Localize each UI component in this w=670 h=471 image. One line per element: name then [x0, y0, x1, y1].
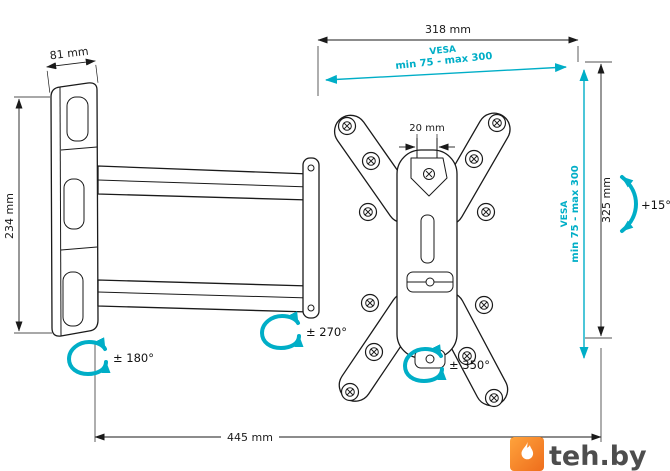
rotation-wall-joint: ± 180°: [69, 342, 154, 374]
plate-slot: [66, 96, 89, 142]
tilt-arrow-icon: [620, 175, 639, 233]
dim-318-label: 318 mm: [425, 23, 471, 36]
vesa-right-title: VESA: [560, 201, 570, 228]
rotation-elbow-label: ± 270°: [306, 325, 347, 339]
watermark-logo: teh.by: [510, 437, 647, 471]
plate-slot: [63, 178, 85, 230]
vesa-right-range: min 75 - max 300: [570, 165, 581, 262]
rotation-arrow-icon: [262, 316, 299, 348]
vesa-right-annotation: VESA min 75 - max 300: [560, 69, 589, 359]
rotation-elbow-joint: ± 270°: [262, 316, 347, 348]
middle-clip: [406, 271, 454, 293]
dimension-325mm: 325 mm: [585, 61, 613, 339]
center-slot: [420, 214, 435, 264]
dimension-20mm: 20 mm: [399, 123, 455, 151]
wall-plate: [50, 82, 99, 337]
arm-pivot: [302, 157, 320, 319]
rotation-tilt-label: +15°: [641, 198, 670, 212]
rotation-plate-label: ± 350°: [449, 358, 490, 372]
top-hook: [410, 138, 448, 197]
dimension-445mm: 445 mm: [94, 342, 602, 444]
vesa-top-title: VESA: [429, 45, 456, 58]
tv-bracket: [333, 112, 511, 408]
dimension-234mm: 234 mm: [3, 96, 52, 334]
dim-234-label: 234 mm: [3, 193, 16, 239]
dim-20-label: 20 mm: [409, 123, 444, 134]
flame-icon: [521, 441, 534, 460]
rotation-arrow-icon: [69, 342, 106, 374]
rotation-plate-joint: ± 350°: [405, 349, 490, 381]
dimension-318mm: 318 mm: [317, 23, 579, 96]
dim-445-label: 445 mm: [227, 431, 273, 444]
plate-slot: [62, 271, 84, 327]
watermark-text: teh.by: [549, 441, 647, 471]
dimension-81mm: 81 mm: [46, 45, 99, 93]
articulated-arm: [97, 157, 320, 319]
vesa-top-annotation: VESA min 75 - max 300: [325, 45, 567, 84]
dim-325-label: 325 mm: [600, 177, 613, 223]
rotation-wall-label: ± 180°: [113, 351, 154, 365]
rotation-tilt: +15°: [620, 175, 670, 233]
dim-81-label: 81 mm: [49, 45, 89, 63]
